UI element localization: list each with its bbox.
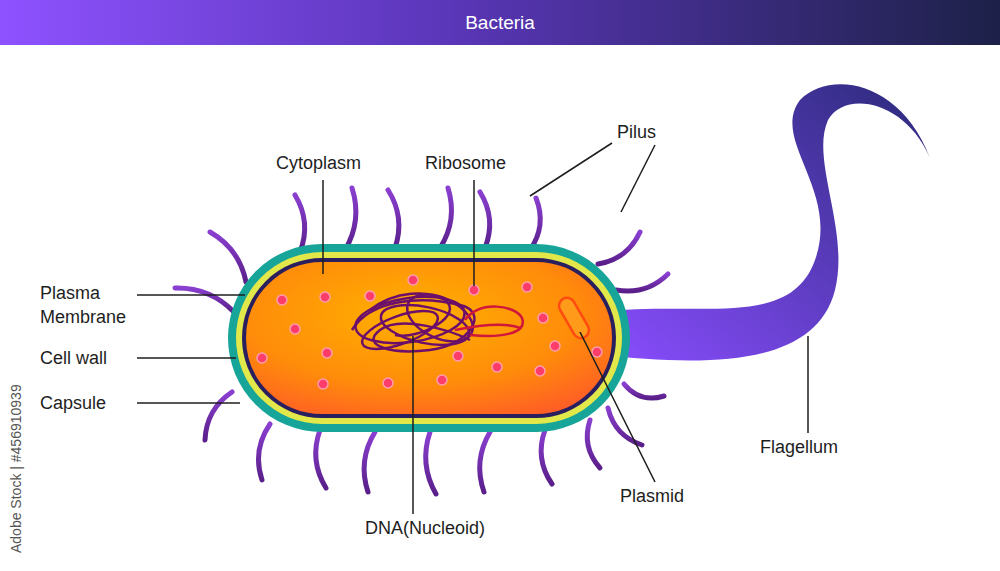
pilus: [205, 392, 232, 440]
plasmid: [556, 295, 592, 341]
ribosome: [408, 275, 418, 285]
ribosome: [492, 362, 502, 372]
ribosome: [469, 285, 479, 295]
pilus: [345, 188, 356, 250]
pilus: [210, 232, 246, 282]
pilus: [616, 274, 668, 291]
ribosome: [290, 324, 300, 334]
capsule: [228, 244, 630, 432]
part-label: Cell wall: [40, 346, 107, 370]
part-label: Pilus: [617, 120, 656, 144]
pilus: [541, 430, 552, 484]
pili: [175, 188, 668, 494]
part-label: Flagellum: [760, 435, 838, 459]
pilus: [426, 432, 436, 494]
ribosome: [318, 379, 328, 389]
pilus: [364, 432, 375, 492]
part-label: Ribosome: [425, 151, 506, 175]
pilus: [587, 420, 600, 468]
part-label: Plasma Membrane: [40, 281, 152, 329]
pilus: [480, 432, 490, 492]
ribosome: [592, 347, 602, 357]
ribosome: [365, 291, 375, 301]
part-label: Plasmid: [620, 484, 684, 508]
pilus: [316, 430, 326, 488]
ribosome: [437, 375, 447, 385]
pilus: [175, 288, 234, 312]
diagram-title: Bacteria: [0, 0, 1000, 45]
pilus: [624, 384, 664, 398]
ribosome: [257, 353, 267, 363]
pilus: [608, 408, 642, 445]
pilus: [598, 232, 640, 264]
ribosome: [538, 313, 548, 323]
watermark: Adobe Stock | #456910939: [8, 384, 24, 553]
flagellum: [600, 84, 930, 360]
ribosome: [322, 348, 332, 358]
ribosome: [383, 378, 393, 388]
pilus: [480, 192, 490, 248]
ribosome: [522, 282, 532, 292]
ribosomes: [257, 275, 602, 389]
cell-wall: [236, 252, 622, 424]
pilus: [388, 190, 399, 248]
ribosome: [535, 366, 545, 376]
leader-lines: [137, 143, 808, 514]
dna-nucleoid: [352, 285, 523, 357]
pilus: [258, 424, 270, 480]
ribosome: [320, 292, 330, 302]
plasma-membrane: [244, 260, 614, 416]
ribosome: [277, 295, 287, 305]
pilus: [295, 195, 305, 252]
part-label: DNA(Nucleoid): [365, 516, 485, 540]
ribosome: [453, 351, 463, 361]
pilus: [440, 188, 452, 248]
part-label: Capsule: [40, 391, 106, 415]
part-label: Cytoplasm: [276, 151, 361, 175]
pilus: [530, 198, 540, 250]
ribosome: [550, 341, 560, 351]
